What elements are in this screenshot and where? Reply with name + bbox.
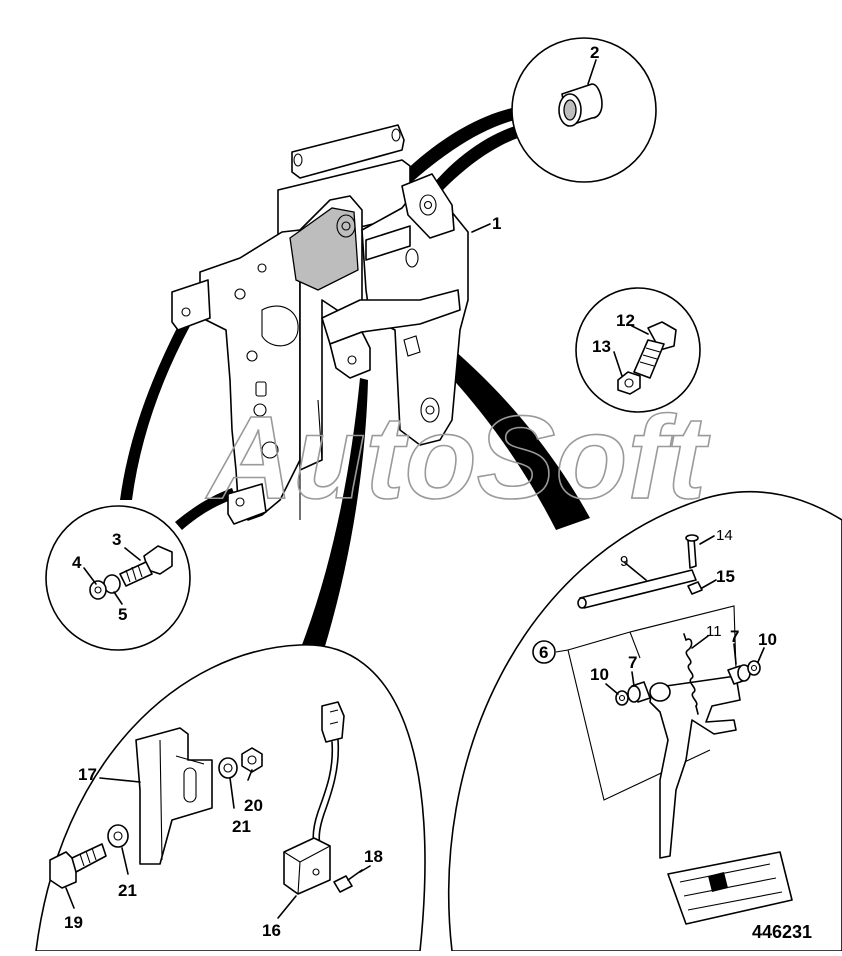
detail-circle-bolt-nut <box>575 287 701 413</box>
callout-19: 19 <box>64 913 83 932</box>
detail-circle-bushing <box>511 37 657 183</box>
callout-15: 15 <box>716 567 735 586</box>
leader-wedges <box>120 108 590 656</box>
callout-18: 18 <box>364 847 383 866</box>
callout-7-left: 7 <box>628 653 637 672</box>
callout-3: 3 <box>112 530 121 549</box>
callout-6: 6 <box>539 643 548 662</box>
callout-16: 16 <box>262 921 281 940</box>
callout-10-left: 10 <box>590 665 609 684</box>
callout-7-right: 7 <box>730 627 739 646</box>
callout-20: 20 <box>244 796 263 815</box>
callout-labels: 1 2 3 4 5 6 7 7 9 10 10 11 12 13 14 15 1… <box>64 43 777 940</box>
callout-21-lower: 21 <box>118 881 137 900</box>
watermark-text: AutoSoft <box>205 392 711 524</box>
callout-1: 1 <box>492 214 501 233</box>
detail-circle-pedal-assembly <box>448 490 842 952</box>
callout-9: 9 <box>620 553 628 570</box>
callout-21-upper: 21 <box>232 817 251 836</box>
callout-5: 5 <box>118 605 127 624</box>
drawing-reference-number: 446231 <box>752 922 812 942</box>
callout-13: 13 <box>592 337 611 356</box>
callout-10-right: 10 <box>758 630 777 649</box>
callout-12: 12 <box>616 311 635 330</box>
callout-14: 14 <box>716 527 733 544</box>
detail-circle-bracket-switch <box>35 644 426 952</box>
callout-4: 4 <box>72 553 82 572</box>
pedal-bracket-frame <box>171 124 469 525</box>
detail-circle-bolt-washers <box>45 505 191 651</box>
callout-11: 11 <box>706 623 722 640</box>
callout-2: 2 <box>590 43 599 62</box>
callout-17: 17 <box>78 765 97 784</box>
